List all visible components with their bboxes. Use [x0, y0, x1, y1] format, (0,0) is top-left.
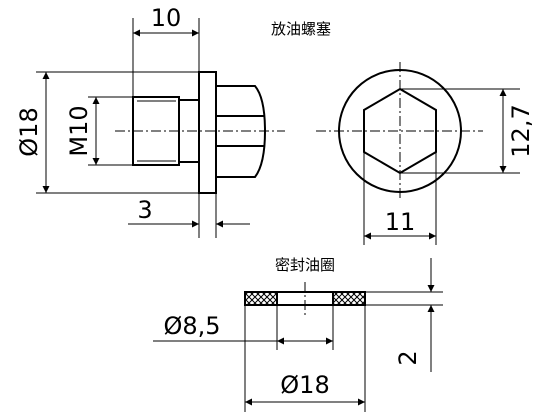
dim-thread-label: M10 — [65, 105, 93, 156]
dim-diameter-label: Ø18 — [15, 107, 43, 156]
plug-flange — [198, 71, 217, 194]
plug-end-view: 放油螺塞 12,7 11 — [271, 20, 535, 245]
seal-section-right — [332, 291, 366, 306]
dim-across-corners-label: 12,7 — [507, 104, 535, 157]
plug-front-view: 10 Ø18 M10 3 — [15, 4, 285, 238]
seal-caption: 密封油圈 — [275, 256, 335, 274]
dim-flange-label: 3 — [137, 196, 152, 224]
plug-caption: 放油螺塞 — [271, 20, 331, 38]
dim-length-label: 10 — [151, 4, 182, 32]
seal-section-left — [244, 291, 278, 306]
dim-outer-label: Ø18 — [280, 371, 329, 399]
dim-thickness-label: 2 — [394, 350, 422, 365]
dim-inner-label: Ø8,5 — [163, 312, 220, 340]
seal-ring-section: 密封油圈 2 Ø8,5 Ø18 — [153, 256, 443, 412]
dim-across-flats-label: 11 — [385, 208, 416, 236]
